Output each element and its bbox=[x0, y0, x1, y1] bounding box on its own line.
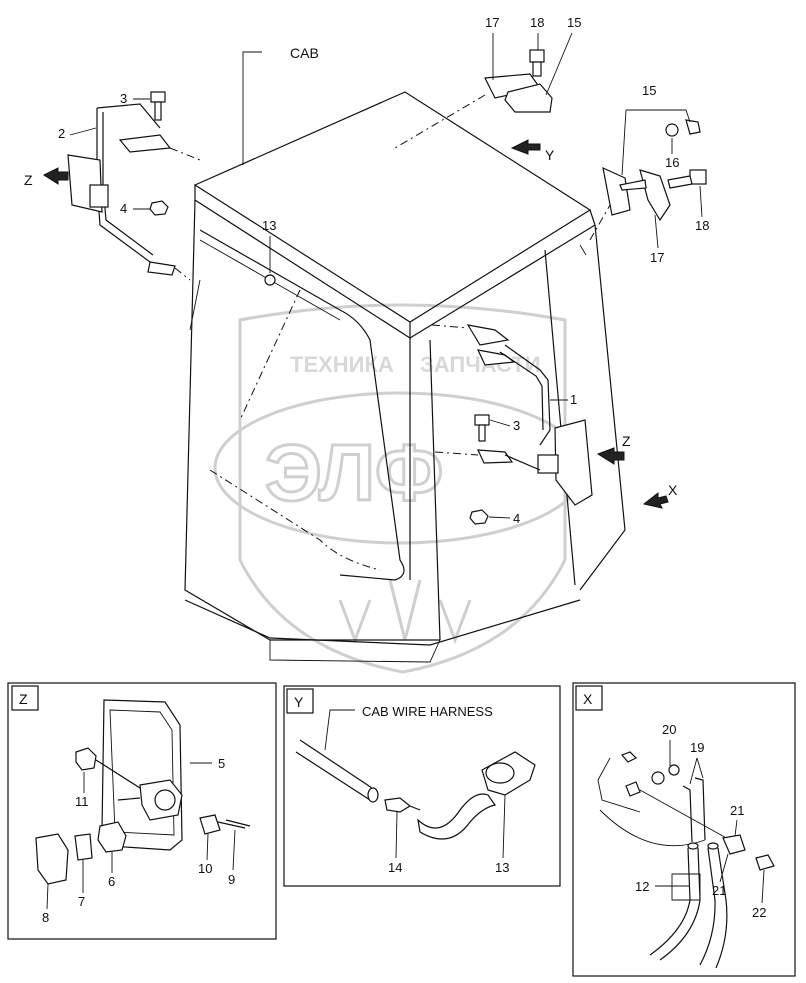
detail-z-callout-9: 9 bbox=[228, 872, 235, 887]
cab-leader bbox=[242, 51, 262, 165]
callout-17-right: 17 bbox=[650, 250, 664, 265]
callout-3-right: 3 bbox=[513, 418, 520, 433]
detail-z-title: Z bbox=[19, 691, 28, 707]
cab-body bbox=[184, 91, 626, 663]
detail-x-callout-19: 19 bbox=[690, 740, 704, 755]
callout-1: 1 bbox=[570, 392, 577, 407]
detail-x-panel bbox=[572, 682, 796, 977]
watermark: ТЕХНИКА ЗАПЧАСТИ ЭЛФ bbox=[213, 303, 587, 674]
callout-16: 16 bbox=[665, 155, 679, 170]
detail-z-callout-11: 11 bbox=[75, 794, 89, 809]
detail-y-callout-13: 13 bbox=[495, 860, 509, 875]
nut-4-left bbox=[149, 200, 169, 216]
detail-z-callout-8: 8 bbox=[42, 910, 49, 925]
view-x-arrow bbox=[642, 491, 669, 509]
detail-y-callout-14: 14 bbox=[388, 860, 402, 875]
bolt-3-left bbox=[150, 91, 166, 121]
callout-15-top: 15 bbox=[567, 15, 581, 30]
detail-x-callout-22: 22 bbox=[752, 905, 766, 920]
watermark-text-left: ТЕХНИКА bbox=[290, 352, 394, 377]
cab-wire-harness-label: CAB WIRE HARNESS bbox=[362, 704, 493, 719]
watermark-logo: ЭЛФ bbox=[265, 428, 443, 517]
detail-z-panel bbox=[7, 682, 277, 940]
callout-15-right: 15 bbox=[642, 83, 656, 98]
nut-4-right bbox=[469, 509, 489, 525]
detail-z-callout-7: 7 bbox=[78, 894, 85, 909]
detail-x-title: X bbox=[583, 691, 593, 707]
callout-18-right: 18 bbox=[695, 218, 709, 233]
view-x-label: X bbox=[668, 482, 678, 498]
cab-label: CAB bbox=[290, 45, 319, 61]
view-z-arrow-right bbox=[596, 447, 625, 465]
callout-3-left: 3 bbox=[120, 91, 127, 106]
view-z-label-left: Z bbox=[24, 172, 33, 188]
view-y-label: Y bbox=[545, 147, 555, 163]
right-mirror-assembly bbox=[602, 119, 707, 222]
detail-x-callout-20: 20 bbox=[662, 722, 676, 737]
detail-y-panel bbox=[283, 685, 561, 887]
callout-4-left: 4 bbox=[120, 201, 127, 216]
detail-y-title: Y bbox=[294, 694, 304, 710]
callout-2: 2 bbox=[58, 126, 65, 141]
detail-z-callout-6: 6 bbox=[108, 874, 115, 889]
view-y-arrow bbox=[510, 139, 541, 155]
view-z-label-right: Z bbox=[622, 433, 631, 449]
callout-17-top: 17 bbox=[485, 15, 499, 30]
detail-z-callout-10: 10 bbox=[198, 861, 212, 876]
bolt-3-right bbox=[474, 414, 490, 442]
detail-z-callout-5: 5 bbox=[218, 756, 225, 771]
detail-x-callout-21-bottom: 21 bbox=[712, 883, 726, 898]
detail-x-callout-21-top: 21 bbox=[730, 803, 744, 818]
top-mirror-assembly bbox=[394, 49, 553, 149]
left-mirror-assembly bbox=[67, 103, 201, 281]
right-cab-mirror bbox=[431, 324, 593, 506]
detail-x-callout-12: 12 bbox=[635, 879, 649, 894]
callout-4-right: 4 bbox=[513, 511, 520, 526]
view-z-arrow-left bbox=[42, 167, 69, 185]
callout-13: 13 bbox=[262, 218, 276, 233]
callout-18-top: 18 bbox=[530, 15, 544, 30]
grommet-13 bbox=[264, 274, 276, 286]
